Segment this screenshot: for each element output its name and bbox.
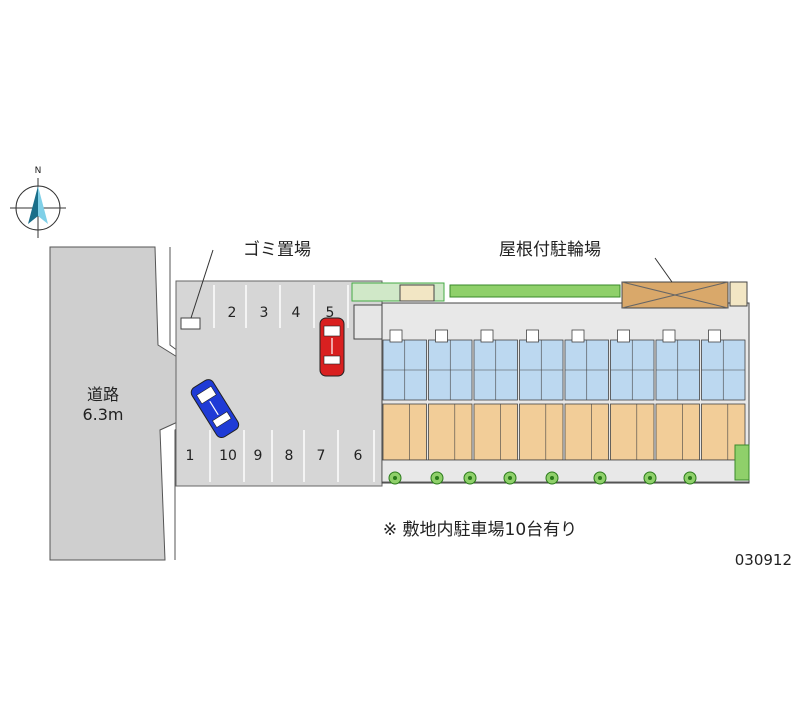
road [49, 246, 191, 561]
unit-lower [610, 403, 655, 461]
unit-lower [519, 403, 564, 461]
blue-car [190, 379, 240, 439]
parking-space-7: 7 [317, 448, 326, 464]
unit-lower [382, 403, 427, 461]
parking-space-5: 5 [326, 305, 335, 321]
parking-space-2: 2 [228, 305, 237, 321]
parking-lot [175, 249, 383, 487]
parking-space-4: 4 [292, 305, 301, 321]
road-name: 道路 [87, 385, 119, 404]
equipment-box [399, 284, 435, 302]
unit-lower [428, 403, 473, 461]
parking-space-1: 1 [186, 448, 195, 464]
bike-parking-label: 屋根付駐輪場 [499, 240, 601, 260]
parking-space-6: 6 [354, 448, 363, 464]
red-car [319, 317, 345, 377]
trees [388, 471, 697, 485]
map-id: 030912 [735, 551, 792, 569]
parking-note: ※ 敷地内駐車場10台有り [383, 520, 577, 540]
parking-space-10: 10 [219, 448, 237, 464]
parking-numbers: 2 3 4 5 1 10 9 8 7 6 [186, 305, 363, 464]
parking-space-3: 3 [260, 305, 269, 321]
stair-block [353, 304, 383, 340]
apartment-building [381, 257, 750, 484]
north-label: N [35, 166, 42, 176]
garbage-label: ゴミ置場 [243, 239, 311, 260]
road-width: 6.3m [82, 405, 123, 424]
north-arrow-icon: N [10, 166, 66, 238]
unit-lower [655, 403, 700, 461]
unit-lower [473, 403, 518, 461]
parking-space-8: 8 [285, 448, 294, 464]
parking-space-9: 9 [254, 448, 263, 464]
garbage-station [180, 317, 201, 330]
unit-lower [564, 403, 609, 461]
